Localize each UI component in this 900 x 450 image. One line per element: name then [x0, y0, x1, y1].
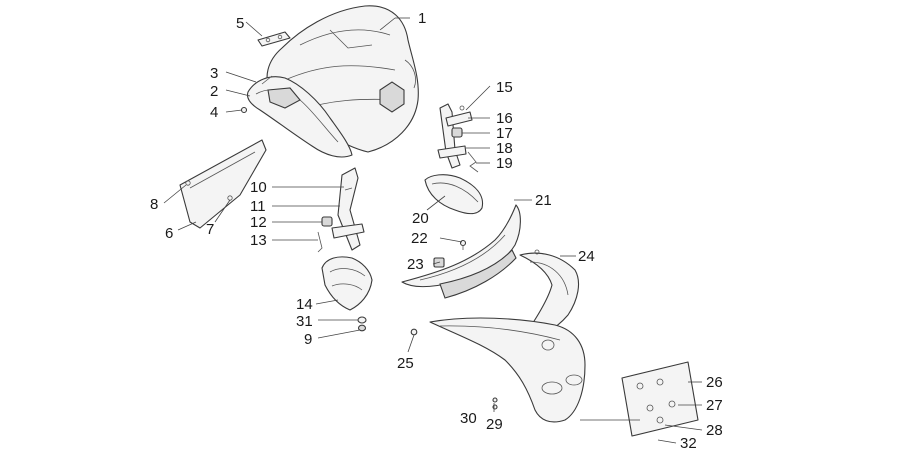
callout-17: 17	[496, 125, 513, 142]
part-15-19-bracket	[437, 103, 479, 173]
part-25-screw	[410, 328, 418, 336]
callout-14: 14	[296, 296, 313, 313]
callout-10: 10	[250, 179, 267, 196]
leader-lines	[163, 17, 703, 444]
part-14-lower-cover	[321, 256, 373, 311]
callout-1: 1	[418, 10, 426, 27]
part-6-side-panel	[179, 139, 267, 229]
part-31-washer	[357, 316, 367, 324]
part-2-3-lower-housing	[246, 75, 353, 158]
callout-28: 28	[706, 422, 723, 439]
callout-29: 29	[486, 416, 503, 433]
part-rear-fender	[429, 317, 586, 423]
callout-25: 25	[397, 355, 414, 372]
callout-24: 24	[578, 248, 595, 265]
callout-3: 3	[210, 65, 218, 82]
callout-4: 4	[210, 104, 218, 121]
callout-15: 15	[496, 79, 513, 96]
callout-9: 9	[304, 331, 312, 348]
callout-6: 6	[165, 225, 173, 242]
callout-32: 32	[680, 435, 697, 450]
callout-26: 26	[706, 374, 723, 391]
callout-23: 23	[407, 256, 424, 273]
callout-labels: 1 5 3 2 4 8 6 7 10 11 12 13 14 31 9 15 1…	[150, 10, 723, 450]
callout-22: 22	[411, 230, 428, 247]
part-plate-holder	[621, 361, 699, 437]
callout-27: 27	[706, 397, 723, 414]
callout-19: 19	[496, 155, 513, 172]
part-20-cover	[424, 174, 484, 215]
callout-31: 31	[296, 313, 313, 330]
part-13-clip	[317, 231, 323, 253]
callout-21: 21	[535, 192, 552, 209]
callout-8: 8	[150, 196, 158, 213]
part-10-bracket	[331, 167, 365, 251]
callout-11: 11	[250, 198, 266, 215]
callout-13: 13	[250, 232, 267, 249]
part-9-nut	[357, 324, 367, 332]
callout-16: 16	[496, 110, 513, 127]
callout-30: 30	[460, 410, 477, 427]
part-21-mudguard-top	[401, 204, 521, 299]
callout-12: 12	[250, 214, 267, 231]
callout-18: 18	[496, 140, 513, 157]
callout-5: 5	[236, 15, 244, 32]
part-4-screw	[240, 106, 248, 114]
callout-20: 20	[412, 210, 429, 227]
callout-7: 7	[206, 221, 214, 238]
part-5-top-bracket	[257, 31, 291, 47]
part-12-grommet	[321, 216, 333, 227]
callout-2: 2	[210, 83, 218, 100]
